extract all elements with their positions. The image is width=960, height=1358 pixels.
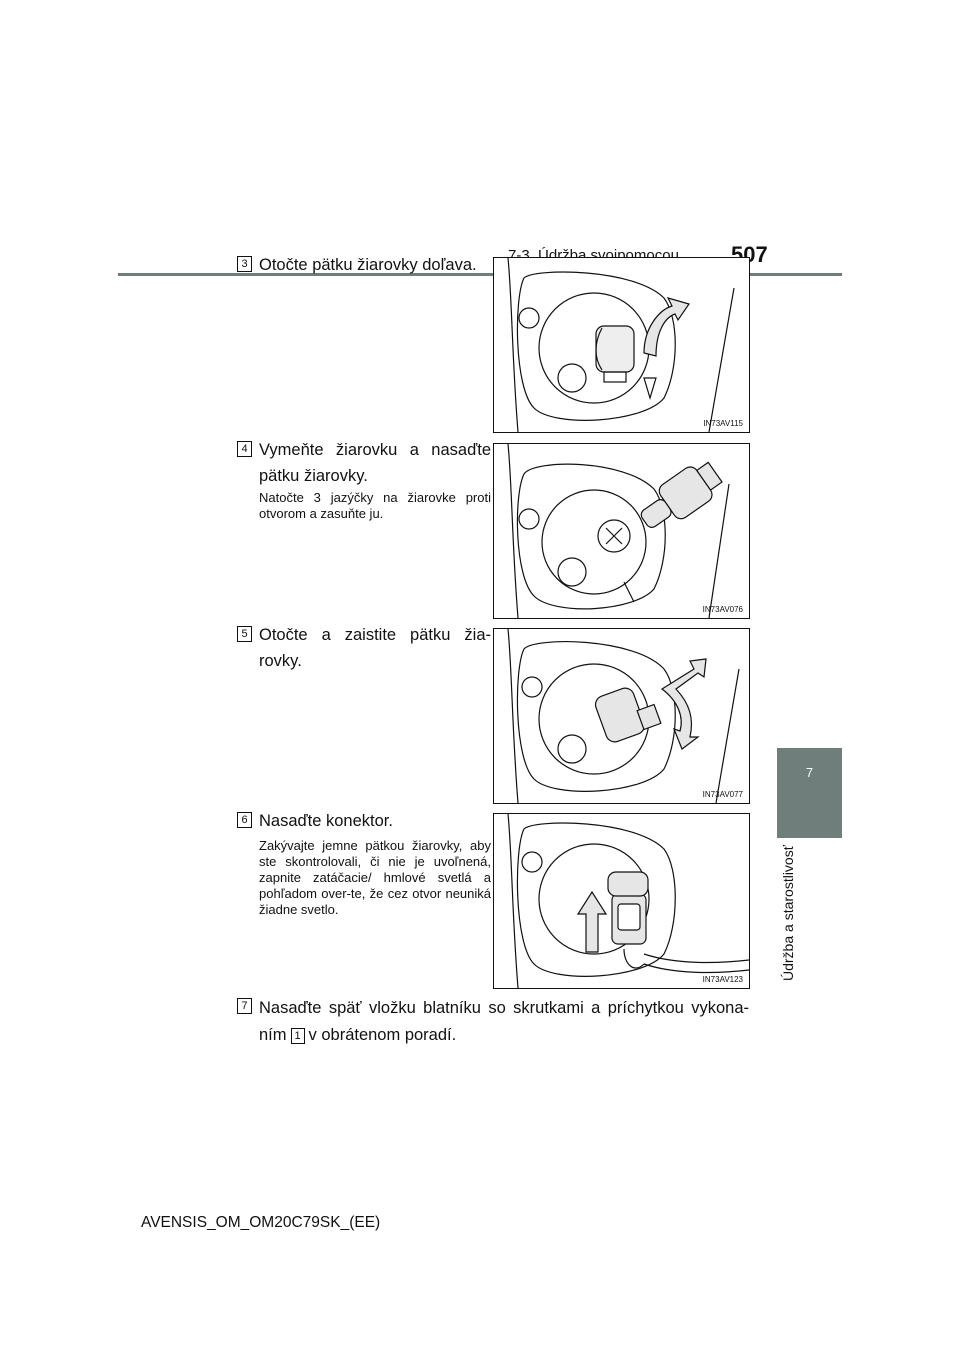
headlamp-illustration — [507, 258, 735, 432]
step-3-title: Otočte pätku žiarovky doľava. — [259, 256, 477, 274]
headlamp-illustration — [507, 814, 749, 988]
curved-arrow-right — [660, 658, 707, 750]
document-code-footer: AVENSIS_OM_OM20C79SK_(EE) — [141, 1214, 381, 1231]
headlamp-illustration — [507, 444, 730, 618]
curved-arrow-left — [643, 297, 690, 357]
figure-step-6: IN73AV123 — [493, 813, 750, 989]
step-7-text-after: v obrátenom poradí. — [308, 1026, 457, 1044]
figure-step-4: IN73AV076 — [493, 443, 750, 619]
figure-code: IN73AV076 — [702, 605, 743, 614]
chapter-tab: 7 — [777, 748, 842, 838]
step-number-5: 5 — [237, 626, 252, 642]
figure-code: IN73AV123 — [702, 975, 743, 984]
step-number-6: 6 — [237, 812, 252, 828]
step-number-7: 7 — [237, 998, 252, 1014]
step-6-title: Nasaďte konektor. — [259, 812, 393, 830]
figure-step-3: IN73AV115 — [493, 257, 750, 433]
up-arrow — [576, 890, 608, 953]
chapter-title: Údržba a starostlivosť — [780, 845, 796, 981]
figure-code: IN73AV077 — [702, 790, 743, 799]
step-number-4: 4 — [237, 441, 252, 457]
step-number-3: 3 — [237, 256, 252, 272]
step-5-title: Otočte a zaistite pätku žia-rovky. — [259, 626, 491, 670]
header-rule — [118, 273, 842, 276]
step-4-note: Natočte 3 jazýčky na žiarovke proti otvo… — [259, 490, 491, 521]
figure-step-5: IN73AV077 — [493, 628, 750, 804]
headlamp-illustration — [507, 629, 740, 803]
step-7-text: Nasaďte späť vložku blatníku so skrutkam… — [259, 995, 749, 1049]
figure-code: IN73AV115 — [703, 419, 743, 428]
step-reference-1: 1 — [290, 1028, 305, 1044]
chapter-number: 7 — [805, 765, 814, 780]
step-6-note: Zakývajte jemne pätkou žiarovky, aby ste… — [259, 838, 491, 917]
step-4-title: Vymeňte žiarovku a nasaďte pätku žiarovk… — [259, 441, 491, 485]
step-7-text-before: Nasaďte späť vložku blatníku so skrutkam… — [259, 999, 749, 1044]
